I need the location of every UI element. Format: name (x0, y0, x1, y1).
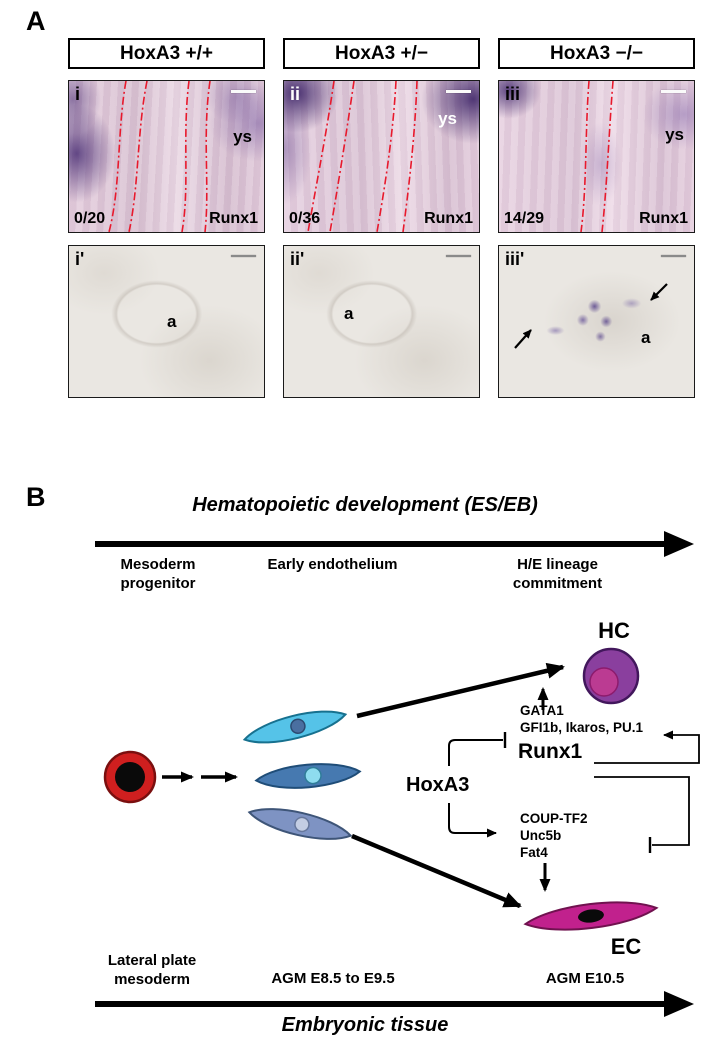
gene-gata1: GATA1 (520, 703, 564, 718)
subpanel-label: ii (290, 84, 301, 104)
gene-unc5b: Unc5b (520, 828, 562, 843)
genotype-header: HoxA3 +/+ (68, 38, 265, 69)
stained-cell-pointer-arrows (514, 283, 668, 349)
wholemount-image: ii ys 0/36 Runx1 (283, 80, 480, 233)
hoxa3-inhibition-connector (448, 732, 507, 766)
scale-bar (231, 255, 256, 257)
section-image: iii' a (498, 245, 695, 398)
tissue-boundary-dashed-line (376, 81, 397, 232)
subpanel-label: iii (505, 84, 521, 104)
subpanel-label: ii' (290, 249, 305, 269)
cell-nucleus (589, 667, 619, 697)
runx1-repression-feedback (594, 776, 690, 853)
subpanel-label: i' (75, 249, 85, 269)
embryo-count: 0/36 (289, 210, 321, 227)
column-hoxa3-het: HoxA3 +/− ii ys 0/36 Runx1 ii' a (283, 0, 480, 400)
aorta-label: a (167, 312, 177, 331)
yolk-sac-label: ys (438, 109, 457, 128)
stage-lateral-plate-mesoderm: Lateral plate mesoderm (107, 952, 197, 988)
tissue-boundary-dashed-line (601, 81, 614, 232)
gene-coup-tf2: COUP-TF2 (520, 811, 588, 826)
arrow-to-ec (351, 833, 522, 909)
dashed-boundary-lines (108, 81, 211, 232)
probe-label: Runx1 (639, 210, 688, 227)
section-image: i' a (68, 245, 265, 398)
ec-label: EC (610, 934, 642, 959)
aorta-label: a (344, 304, 354, 323)
subpanel-label: i (75, 84, 81, 104)
hoxa3-label: HoxA3 (406, 774, 470, 796)
tissue-boundary-dashed-line (108, 81, 127, 232)
endothelial-cell-cyan (242, 710, 348, 744)
top-axis-title: Hematopoietic development (ES/EB) (192, 494, 538, 516)
pointer-arrow (514, 329, 532, 349)
arrow-to-hc (356, 662, 565, 719)
hc-label: HC (598, 618, 630, 643)
top-axis-arrow (95, 531, 694, 557)
scale-bar (661, 255, 686, 257)
endothelial-cell-blue (254, 763, 362, 789)
runx1-activation-feedback (594, 730, 700, 764)
hoxa3-activation-connector (448, 803, 497, 838)
embryo-count: 0/20 (74, 210, 106, 227)
dashed-boundary-lines (580, 81, 614, 232)
stage-he-lineage-commitment: H/E lineage commitment (512, 556, 603, 592)
tissue-boundary-dashed-line (580, 81, 590, 232)
tissue-boundary-dashed-line (204, 81, 211, 232)
scale-bar (446, 255, 471, 257)
scale-bar (231, 90, 256, 93)
gene-fat4: Fat4 (520, 845, 548, 860)
panel-a-label: A (26, 6, 46, 36)
subpanel-label: iii' (505, 249, 525, 269)
probe-label: Runx1 (209, 210, 258, 227)
wholemount-image: i ys 0/20 Runx1 (68, 80, 265, 233)
stage-early-endothelium: Early endothelium (267, 556, 398, 573)
column-hoxa3-null: HoxA3 −/− iii ys 14/29 Runx1 (498, 0, 695, 400)
genotype-header: HoxA3 −/− (498, 38, 695, 69)
pointer-arrow (650, 283, 668, 301)
yolk-sac-label: ys (665, 125, 684, 144)
tissue-boundary-dashed-line (181, 81, 190, 232)
cell-nucleus (578, 909, 604, 923)
mesoderm-progenitor-cell (103, 750, 157, 804)
endothelial-cell-ec (523, 901, 659, 931)
tissue-boundary-dashed-line (329, 81, 355, 232)
genotype-header: HoxA3 +/− (283, 38, 480, 69)
probe-label: Runx1 (424, 210, 473, 227)
panel-b-label: B (26, 482, 46, 512)
section-image: ii' a (283, 245, 480, 398)
cell-nucleus (304, 766, 322, 785)
stage-agm-e105: AGM E10.5 (545, 970, 625, 987)
yolk-sac-label: ys (233, 127, 252, 146)
cell-nucleus (294, 816, 310, 833)
scale-bar (446, 90, 471, 93)
bottom-axis-title: Embryonic tissue (281, 1014, 449, 1036)
embryo-count: 14/29 (504, 210, 545, 227)
gene-gfi1b-ikaros-pu1: GFI1b, Ikaros, PU.1 (520, 720, 644, 735)
tissue-boundary-dashed-line (128, 81, 148, 232)
tissue-boundary-dashed-line (307, 81, 335, 232)
stage-agm-e85-e95: AGM E8.5 to E9.5 (271, 970, 395, 987)
hematopoietic-cell (582, 647, 640, 705)
tissue-boundary-dashed-line (402, 81, 418, 232)
gene-runx1: Runx1 (518, 740, 583, 763)
scale-bar (661, 90, 686, 93)
bottom-axis-arrow (95, 991, 694, 1017)
aorta-label: a (641, 328, 651, 347)
cell-nucleus (290, 718, 306, 735)
endothelial-cell-slate (247, 808, 353, 840)
dashed-boundary-lines (307, 81, 418, 232)
column-hoxa3-wt: HoxA3 +/+ i ys 0/20 Runx1 i' a (68, 0, 265, 400)
stage-mesoderm-progenitor: Mesoderm progenitor (120, 556, 196, 592)
wholemount-image: iii ys 14/29 Runx1 (498, 80, 695, 233)
